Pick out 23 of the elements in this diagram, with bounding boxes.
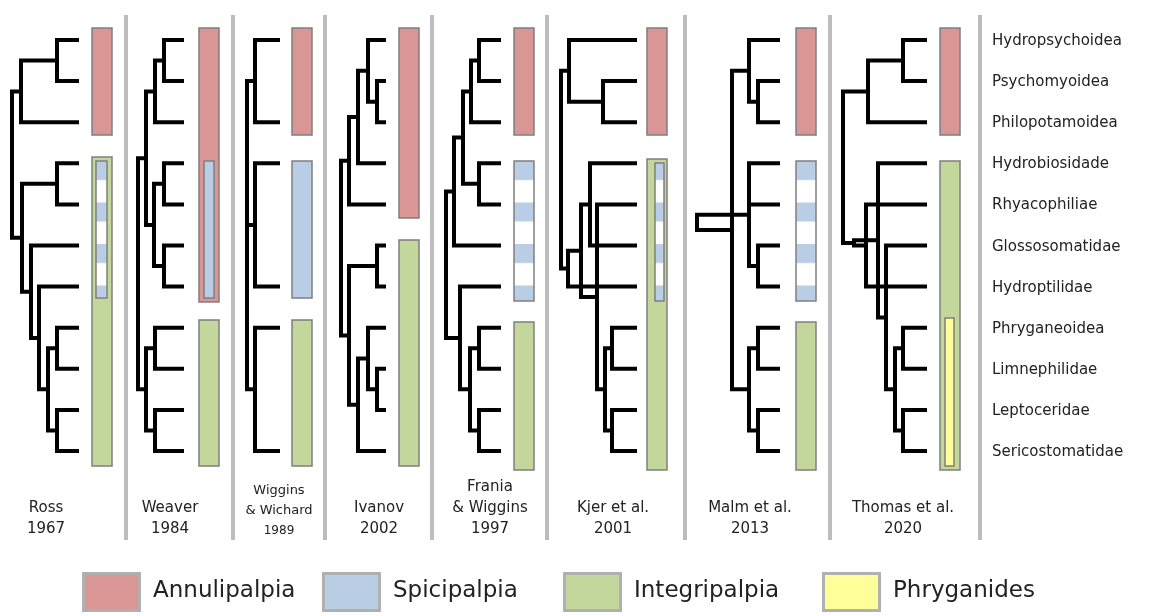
study-label: Ross 1967: [26, 497, 66, 539]
study-label: Malm et al. 2013: [708, 497, 792, 539]
taxon-label: Psychomyoidea: [992, 72, 1110, 91]
legend-label: Annulipalpia: [153, 576, 296, 602]
taxon-label: Limnephilidae: [992, 359, 1098, 378]
taxon-label: Philopotamoidea: [992, 113, 1118, 132]
taxon-label: Hydrobiosidade: [992, 154, 1109, 173]
study-label: Kjer et al. 2001: [576, 497, 650, 539]
taxon-label: Glossosomatidae: [992, 236, 1121, 255]
taxon-label: Phryganeoidea: [992, 318, 1105, 337]
taxon-label: Leptoceridae: [992, 400, 1090, 419]
legend-label: Phryganides: [893, 576, 1035, 602]
taxon-label: Sericostomatidae: [992, 442, 1124, 460]
legend-label: Integripalpia: [634, 576, 780, 602]
taxon-label: Hydropsychoidea: [992, 31, 1122, 49]
study-label: Ivanov 2002: [353, 497, 405, 539]
legend-label: Spicipalpia: [393, 576, 518, 602]
study-label: Weaver 1984: [141, 497, 199, 539]
taxon-label: Rhyacophiliae: [992, 195, 1098, 214]
taxon-label: Hydroptilidae: [992, 277, 1093, 296]
study-label: Wiggins & Wichard 1989: [245, 481, 313, 539]
study-label: Frania & Wiggins 1997: [452, 476, 528, 539]
study-label: Thomas et al. 2020: [851, 497, 955, 539]
